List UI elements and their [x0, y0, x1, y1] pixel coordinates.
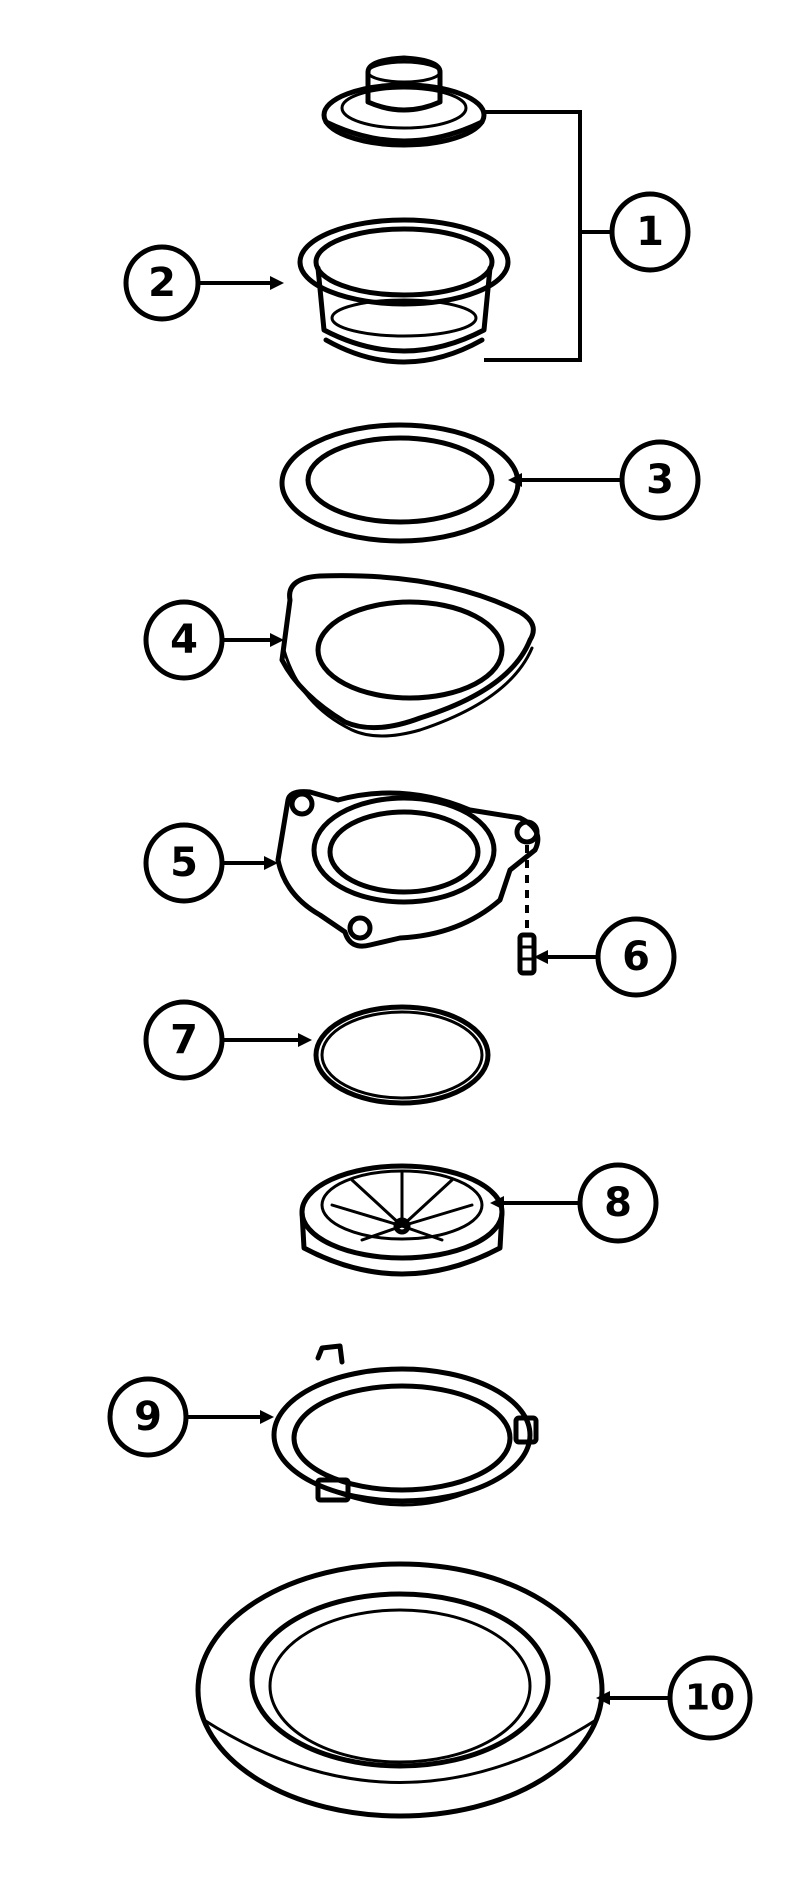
callout-1: 1 — [609, 191, 691, 273]
sink-flange-icon — [297, 217, 511, 365]
flat-gasket-icon — [279, 422, 521, 544]
triangular-backup-ring-icon — [279, 573, 536, 738]
callout-label-5: 5 — [170, 840, 198, 886]
callout-9: 9 — [107, 1376, 189, 1458]
callout-label-1: 1 — [636, 209, 664, 255]
callout-label-7: 7 — [170, 1017, 198, 1063]
bracket-1 — [484, 110, 582, 362]
callout-8: 8 — [577, 1162, 659, 1244]
callout-label-6: 6 — [622, 934, 650, 980]
arrowhead-2 — [270, 276, 284, 290]
callout-label-2: 2 — [148, 260, 176, 306]
arrowhead-6 — [534, 950, 548, 964]
callout-3: 3 — [619, 439, 701, 521]
mounting-ring-icon — [275, 789, 541, 949]
callout-4: 4 — [143, 599, 225, 681]
arrowhead-9 — [260, 1410, 274, 1424]
mounting-screw-icon — [517, 845, 537, 976]
arrowhead-10 — [596, 1691, 610, 1705]
callout-7: 7 — [143, 999, 225, 1081]
mounting-gasket-icon — [195, 1561, 605, 1819]
arrowhead-8 — [490, 1196, 504, 1210]
callout-10: 10 — [667, 1655, 753, 1741]
leader-lines — [186, 110, 670, 1705]
callout-label-9: 9 — [134, 1394, 162, 1440]
snap-ring-icon — [313, 1004, 491, 1106]
callout-5: 5 — [143, 822, 225, 904]
clamp-ring-icon — [271, 1343, 539, 1507]
arrowhead-4 — [270, 633, 284, 647]
splash-baffle-icon — [299, 1163, 505, 1277]
callout-label-3: 3 — [646, 457, 674, 503]
callout-label-10: 10 — [685, 1678, 735, 1719]
callout-label-4: 4 — [170, 617, 198, 663]
arrowhead-7 — [298, 1033, 312, 1047]
arrowhead-5 — [264, 856, 278, 870]
callout-6: 6 — [595, 916, 677, 998]
callout-2: 2 — [123, 244, 201, 322]
callout-label-8: 8 — [604, 1180, 632, 1226]
stopper-cap-icon — [321, 55, 487, 148]
arrowhead-3 — [508, 473, 522, 487]
